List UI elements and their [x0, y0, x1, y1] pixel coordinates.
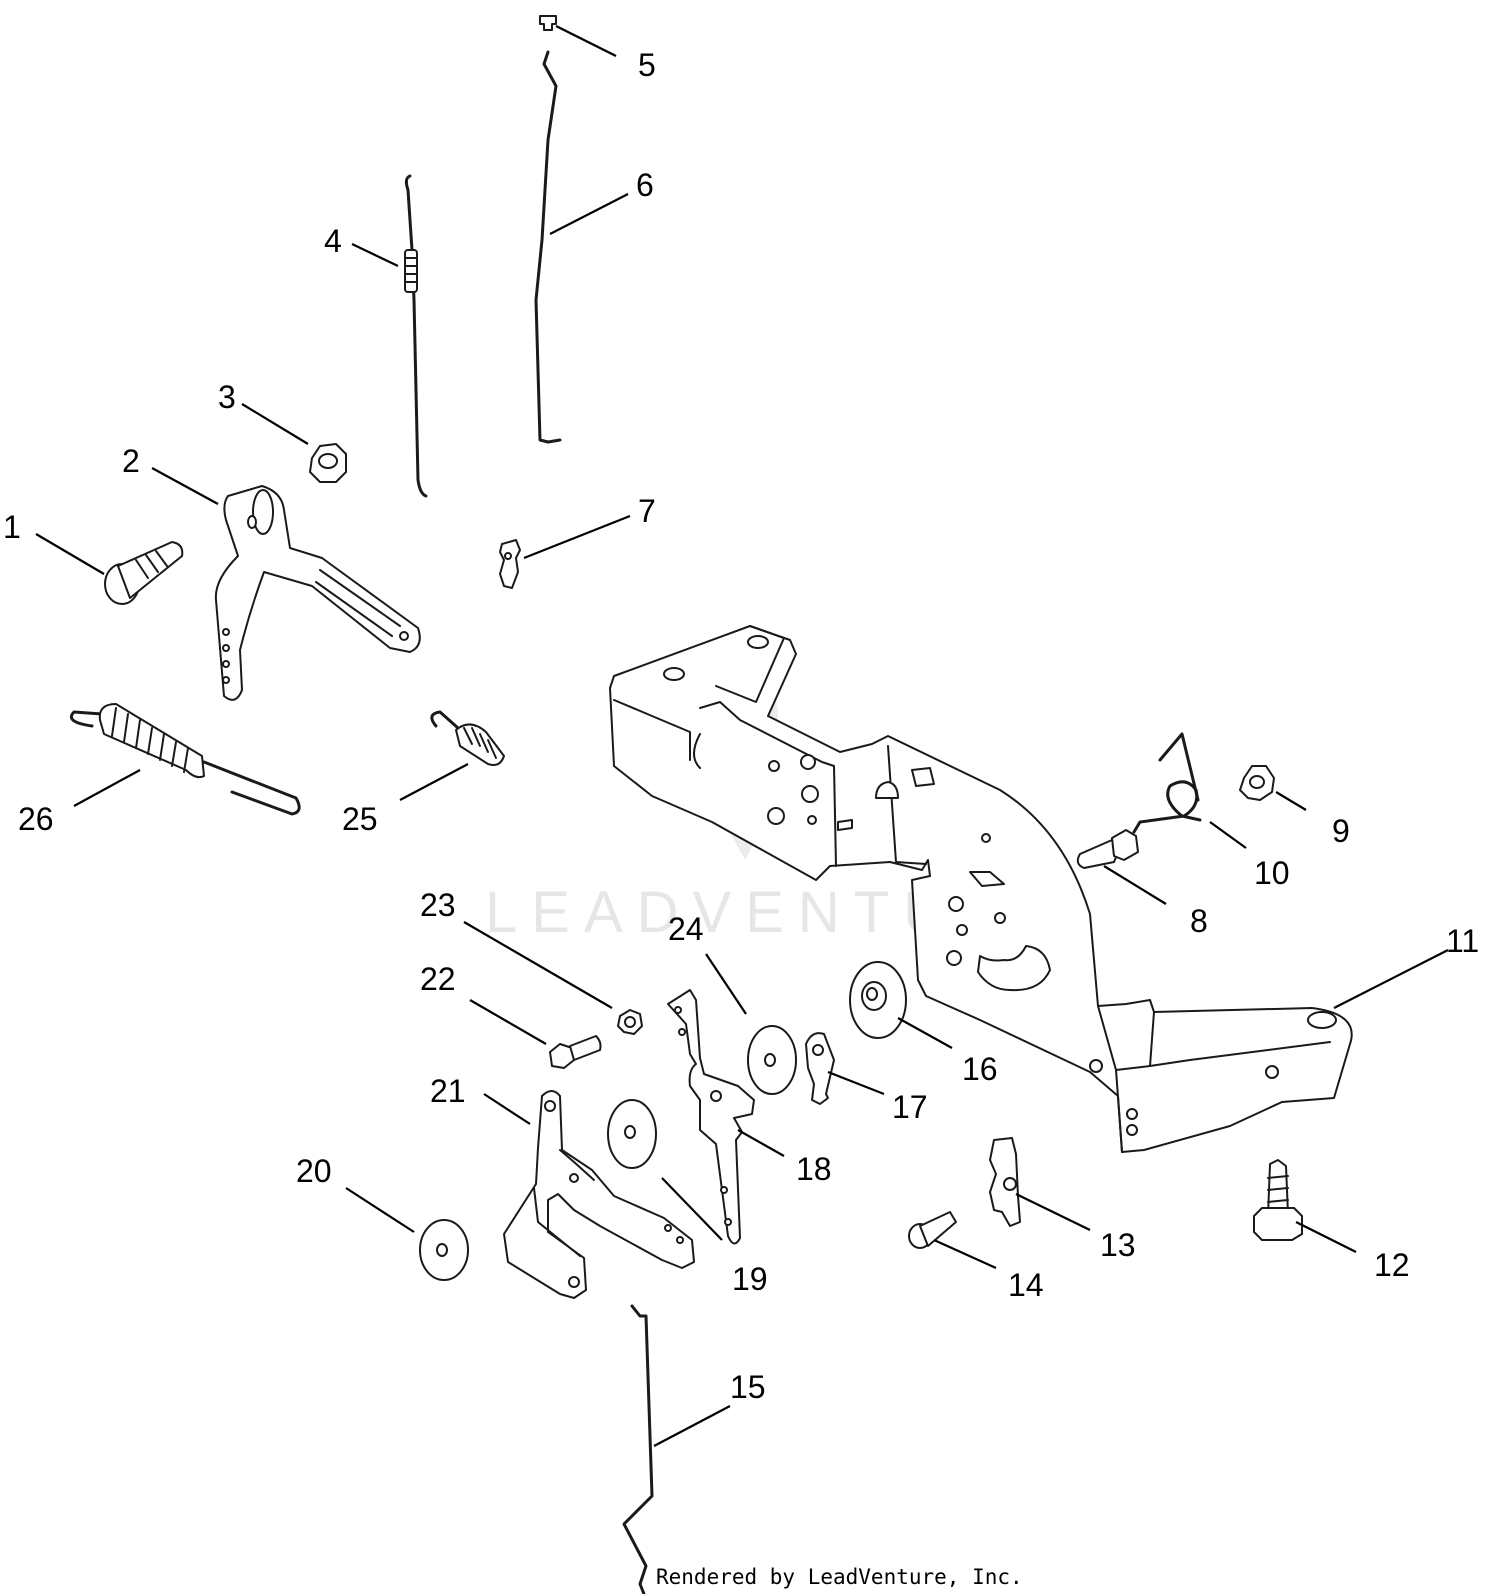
part-16-washer — [849, 961, 907, 1039]
leader-lines — [35, 25, 1449, 1447]
leader-24 — [705, 953, 747, 1015]
part-7-clip — [499, 539, 521, 589]
part-1-bolt — [104, 541, 184, 605]
part-21-control-bracket — [503, 1090, 695, 1299]
callout-7: 7 — [638, 493, 656, 529]
callout-labels: 1 2 3 4 5 6 7 8 9 10 11 12 13 14 15 16 1… — [3, 47, 1479, 1405]
leader-22 — [469, 999, 547, 1045]
part-26-spring — [69, 703, 301, 816]
leader-1 — [35, 533, 105, 575]
leader-17 — [827, 1070, 885, 1096]
leader-21 — [483, 1093, 531, 1125]
part-2-lever — [214, 485, 421, 701]
part-23-nut — [617, 1009, 643, 1035]
part-13-clamp — [989, 1137, 1021, 1227]
part-18-throttle-lever — [667, 989, 755, 1245]
leader-12 — [1295, 1221, 1357, 1253]
part-4-rod-spring — [404, 174, 428, 498]
leader-4 — [351, 243, 399, 267]
callout-12: 12 — [1374, 1247, 1410, 1283]
leader-11 — [1333, 949, 1449, 1009]
leader-23 — [463, 921, 613, 1009]
render-credit: Rendered by LeadVenture, Inc. — [656, 1565, 1023, 1589]
part-20-washer — [419, 1219, 469, 1281]
leader-15 — [653, 1405, 731, 1447]
part-10-spring — [1132, 732, 1202, 834]
leader-18 — [737, 1129, 785, 1157]
callout-4: 4 — [324, 223, 342, 259]
part-24-washer — [747, 1025, 797, 1095]
part-3-nut — [309, 443, 347, 483]
callout-1: 1 — [3, 509, 21, 545]
part-11-control-bracket — [609, 625, 1353, 1153]
callout-15: 15 — [730, 1369, 766, 1405]
callout-2: 2 — [122, 443, 140, 479]
part-9-nut — [1239, 765, 1275, 801]
part-17-choke-lever — [805, 1032, 835, 1105]
callout-24: 24 — [668, 911, 704, 947]
leader-14 — [933, 1238, 997, 1270]
leader-10 — [1209, 821, 1247, 849]
callout-25: 25 — [342, 801, 378, 837]
callout-5: 5 — [638, 47, 656, 83]
leader-25 — [399, 763, 469, 801]
callout-23: 23 — [420, 887, 456, 923]
callout-26: 26 — [18, 801, 54, 837]
callout-19: 19 — [732, 1261, 768, 1297]
part-5-bushing — [539, 15, 557, 31]
leader-6 — [549, 193, 629, 235]
callout-11: 11 — [1446, 923, 1479, 959]
leader-5 — [555, 25, 617, 57]
callout-8: 8 — [1190, 903, 1208, 939]
leader-8 — [1103, 865, 1167, 905]
leader-26 — [73, 769, 141, 807]
leader-20 — [345, 1187, 415, 1233]
callout-6: 6 — [636, 167, 654, 203]
leader-2 — [151, 467, 219, 505]
callout-18: 18 — [796, 1151, 832, 1187]
part-19-washer — [607, 1099, 657, 1169]
leader-16 — [897, 1017, 953, 1049]
callout-16: 16 — [962, 1051, 998, 1087]
part-25-spring — [430, 710, 505, 766]
part-22-screw — [549, 1035, 602, 1069]
callout-22: 22 — [420, 961, 456, 997]
callout-3: 3 — [218, 379, 236, 415]
part-15-choke-rod — [622, 1304, 654, 1594]
callout-20: 20 — [296, 1153, 332, 1189]
leader-3 — [241, 403, 309, 445]
callout-10: 10 — [1254, 855, 1290, 891]
part-12-bolt — [1253, 1159, 1303, 1241]
leader-13 — [1015, 1193, 1091, 1231]
callout-14: 14 — [1008, 1267, 1044, 1303]
leader-7 — [523, 514, 631, 560]
leader-19 — [661, 1177, 723, 1241]
callout-17: 17 — [892, 1089, 928, 1125]
callout-13: 13 — [1100, 1227, 1136, 1263]
part-6-link-rod — [534, 50, 562, 444]
callout-21: 21 — [430, 1073, 466, 1109]
callout-9: 9 — [1332, 813, 1350, 849]
leader-9 — [1275, 791, 1307, 811]
part-14-screw — [908, 1211, 957, 1249]
part-8-screw — [1076, 829, 1139, 869]
